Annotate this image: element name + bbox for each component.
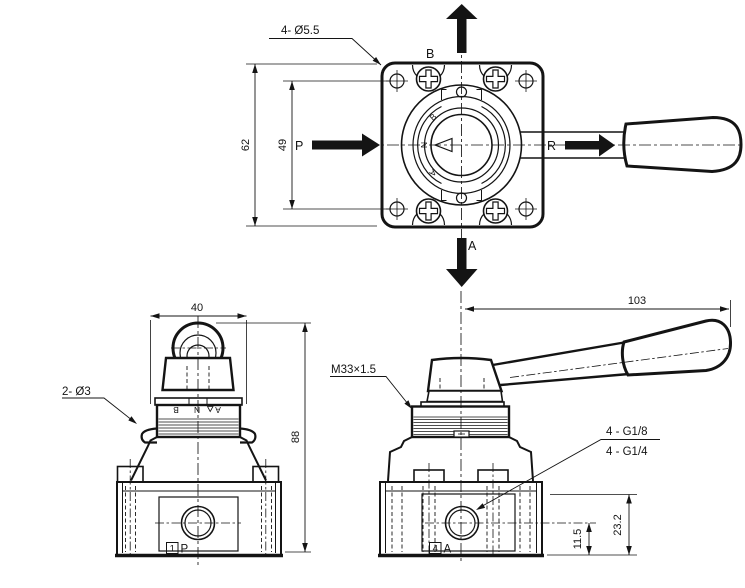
callout-port-thread-2: 4 - G1/4 (606, 446, 648, 458)
index-triangle-icon (206, 406, 214, 413)
front-dial-mark-b: B (173, 405, 179, 415)
dim-dial-width: 40 (150, 302, 247, 404)
dim-40-label: 40 (191, 302, 203, 314)
base-cone-front (130, 436, 267, 481)
dim-hole-spacing: 49 (277, 80, 391, 210)
port-tag-box-4 (429, 542, 442, 554)
dim-port-face-height: 23.2 (547, 494, 637, 556)
dim-49-label: 49 (277, 139, 289, 151)
dim-103-label: 103 (628, 295, 646, 307)
callout-pins-label: 2- Ø3 (62, 386, 91, 398)
callout-port-thread-1: 4 - G1/8 (606, 426, 648, 438)
centerlines (129, 40, 741, 565)
port-tag-4: 4 (433, 544, 438, 555)
dim-88-label: 88 (290, 431, 302, 443)
lever-hub-side (426, 356, 504, 393)
base-cone-side (387, 436, 534, 482)
knurling-front (158, 418, 239, 435)
front-dial-mark-a: A (215, 405, 221, 415)
callout-thread-label: M33×1.5 (331, 364, 376, 376)
callout-mount-holes: 4- Ø5.5 (269, 25, 382, 66)
dim-body-height: 88 (216, 322, 311, 553)
dim-port-center-height: 11.5 (572, 523, 592, 555)
flow-arrow-b-icon (446, 4, 478, 53)
callout-port-threads: 4 - G1/8 4 - G1/4 (476, 426, 660, 510)
dim-23-2-label: 23.2 (612, 514, 624, 535)
lever-label-r: R (547, 139, 556, 153)
dim-62-label: 62 (240, 139, 252, 151)
port-label-a: A (468, 239, 477, 253)
port-tag-p: P (181, 544, 189, 556)
dial-mark-a: A (427, 167, 438, 178)
knurling-side (413, 416, 508, 435)
top-view: B N A B A P R (240, 4, 743, 287)
port-face-side (421, 493, 516, 552)
lever-grip-top (622, 115, 743, 174)
port-tag-a: A (444, 544, 452, 556)
valve-body-front (116, 481, 282, 557)
dial-mark-b: B (428, 111, 439, 122)
dim-11-5-label: 11.5 (572, 529, 584, 550)
callout-pins: 2- Ø3 (62, 386, 137, 424)
port-tag-1: 1 (170, 544, 175, 555)
port-label-b: B (426, 47, 434, 61)
front-view: B N A 1 P (62, 302, 311, 558)
callout-thread: M33×1.5 (330, 364, 412, 409)
lever-side (492, 318, 733, 387)
front-dial-mark-n: N (194, 405, 200, 415)
hidden-holes-side (391, 486, 531, 552)
port-label-p: P (295, 139, 303, 153)
dim-flange-height: 62 (240, 63, 377, 227)
callout-mount-holes-label: 4- Ø5.5 (281, 25, 319, 37)
dim-lever-length: 103 (465, 295, 731, 327)
flow-arrow-a-icon (446, 238, 478, 287)
knurled-collar-front (155, 403, 242, 439)
index-pins (140, 427, 257, 444)
port-tag-box-1 (166, 542, 179, 554)
lever-grip-side (620, 318, 733, 377)
hidden-holes-front (125, 486, 272, 552)
port-face-front (158, 496, 239, 552)
side-view: 4 A 103 M33×1.5 4 - G1/8 4 - G1/4 (330, 295, 733, 558)
lever-top (520, 115, 743, 174)
hub-base-side (426, 390, 504, 403)
